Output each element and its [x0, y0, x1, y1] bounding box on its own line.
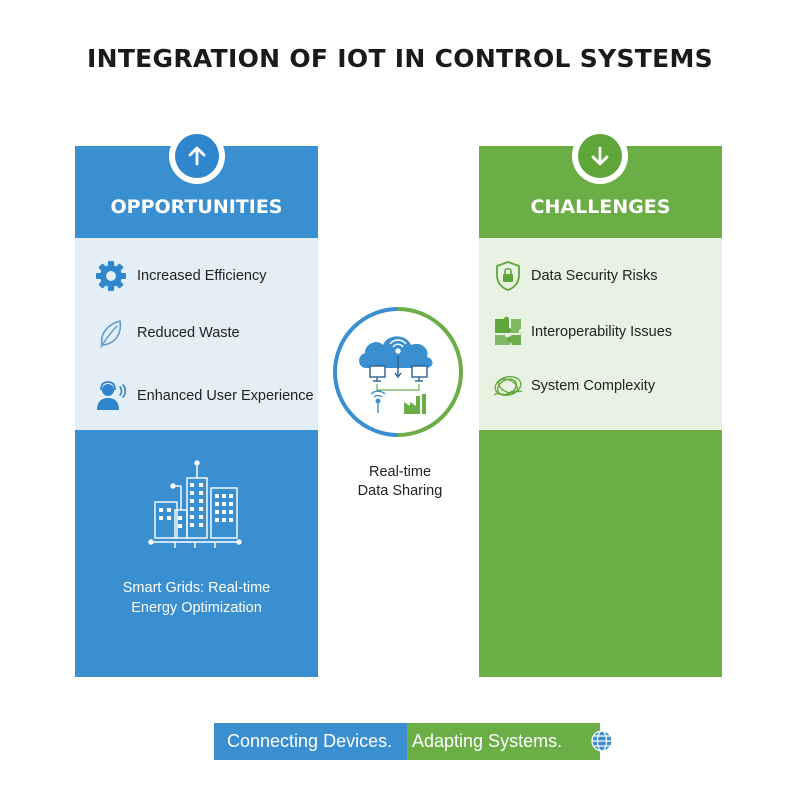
list-item: Interoperability Issues	[479, 312, 722, 352]
opportunities-heading: OPPORTUNITIES	[110, 196, 283, 218]
caption-line: Data Sharing	[357, 483, 443, 499]
challenges-heading: CHALLENGES	[530, 196, 671, 218]
leaf-icon	[100, 320, 122, 348]
tangle-icon	[493, 376, 523, 396]
challenges-list: Data Security Risks Interoperability Iss…	[479, 238, 722, 430]
list-item: System Complexity	[479, 366, 722, 406]
smart-grids-caption: Smart Grids: Real-time Energy Optimizati…	[75, 578, 318, 618]
tagline-part-1: Connecting Devices.	[214, 723, 407, 760]
list-item-label: System Complexity	[531, 378, 656, 394]
smart-city-icon	[148, 460, 242, 548]
tagline-banner: Connecting Devices. Adapting Systems.	[214, 723, 600, 760]
list-item: Enhanced User Experience	[75, 376, 318, 416]
list-item-label: Reduced Waste	[137, 325, 240, 341]
gear-icon	[96, 261, 126, 291]
user-headset-icon	[97, 381, 127, 410]
hub-caption: Real-time Data Sharing	[320, 463, 480, 501]
list-item-label: Increased Efficiency	[137, 268, 267, 284]
caption-line: Real-time	[368, 464, 432, 480]
puzzle-icon	[495, 316, 521, 345]
list-item-label: Enhanced User Experience	[137, 388, 314, 404]
caption-line: Smart Grids: Real-time	[122, 580, 271, 596]
arrow-up-icon	[188, 146, 206, 166]
list-item: Increased Efficiency	[75, 256, 318, 296]
cloud-network-icon	[333, 307, 463, 437]
list-item-label: Data Security Risks	[531, 268, 658, 284]
globe-icon	[591, 730, 613, 752]
page-title: INTEGRATION OF IOT IN CONTROL SYSTEMS	[87, 44, 713, 73]
arrow-down-icon	[591, 146, 609, 166]
challenges-badge	[572, 128, 628, 184]
shield-lock-icon	[496, 261, 520, 291]
list-item: Reduced Waste	[75, 313, 318, 353]
caption-line: Energy Optimization	[131, 600, 262, 616]
list-item-label: Interoperability Issues	[531, 324, 673, 340]
opportunities-badge	[169, 128, 225, 184]
opportunities-list: Increased Efficiency Reduced Waste Enhan…	[75, 238, 318, 430]
tagline-part-2: Adapting Systems.	[407, 723, 600, 760]
list-item: Data Security Risks	[479, 256, 722, 296]
